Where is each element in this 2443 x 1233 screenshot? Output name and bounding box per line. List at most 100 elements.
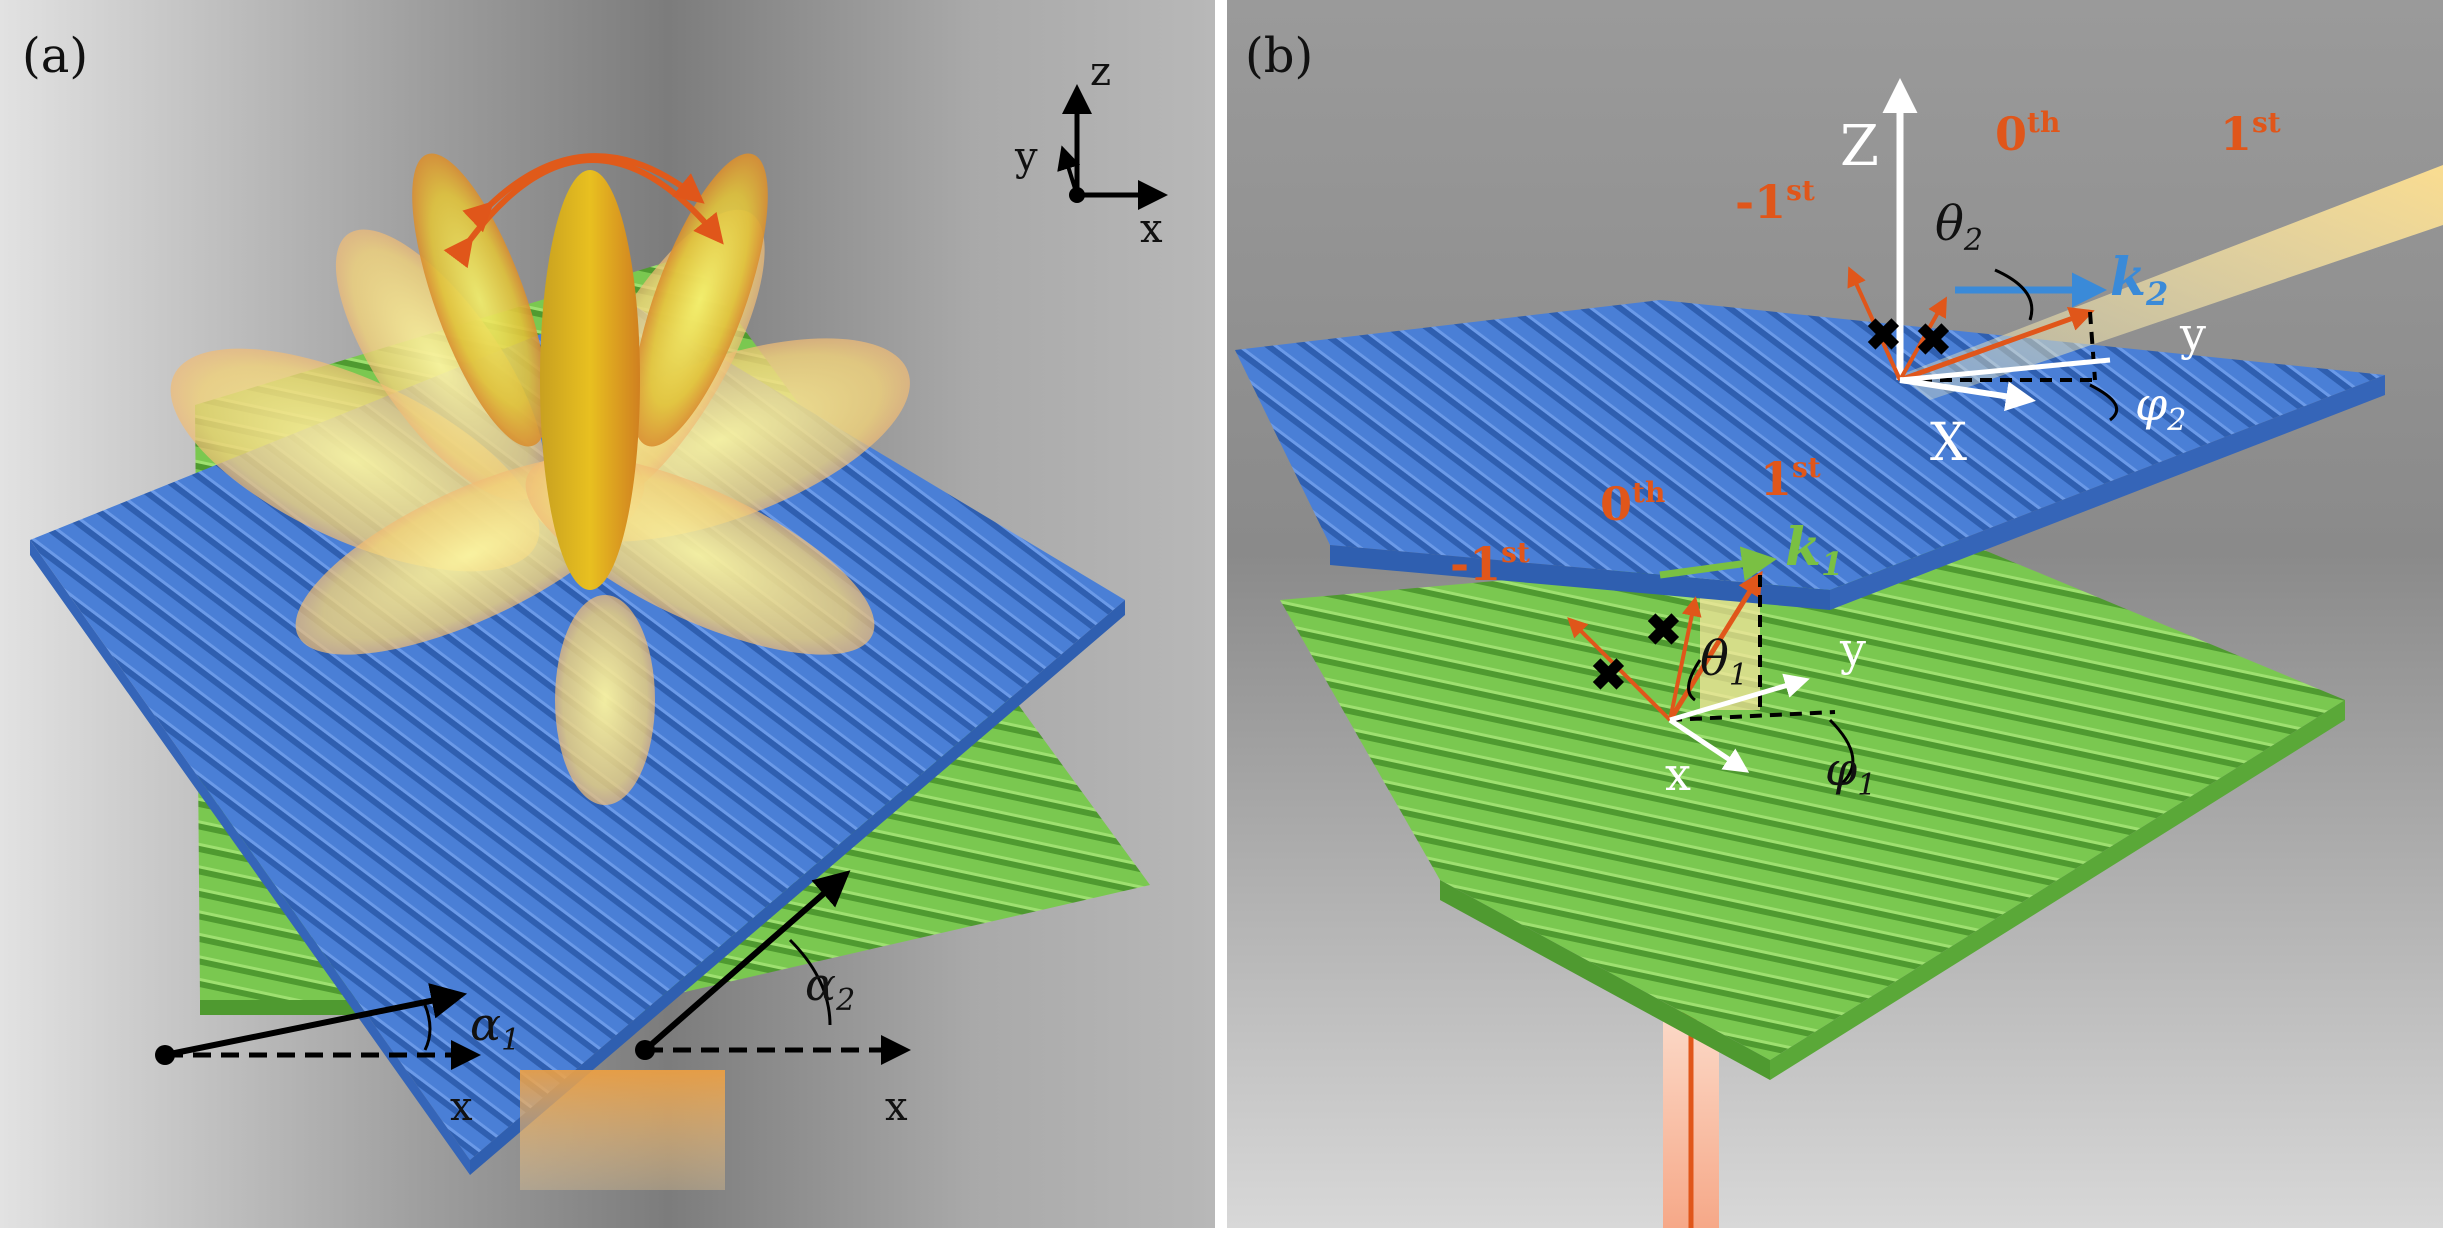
top-y-axis (1899, 357, 2111, 383)
alpha1-annotation: α1 x (155, 983, 520, 1130)
top-order-m1-num: -1 (1735, 175, 1786, 229)
top-projection-vertical (2088, 311, 2097, 381)
blue-grating-b (1235, 300, 2385, 590)
bottom-order-0-sup: th (1632, 476, 1665, 509)
rotation-arrow-inner (462, 153, 705, 233)
blue-grating-edge-right (470, 600, 1125, 1175)
bottom-x-axis (1668, 717, 1750, 773)
top-x-label: X (1930, 413, 1967, 473)
bottom-order-1: 1st (1760, 451, 1821, 506)
bottom-cross-1: ✖ (1590, 650, 1627, 701)
top-order-0-num: 0 (1995, 107, 2027, 161)
alpha2-angle-arc (788, 938, 832, 1026)
bottom-k: k1 (1785, 517, 1843, 583)
top-theta-arc (1994, 268, 2034, 321)
bottom-theta-sub: 1 (1729, 658, 1748, 693)
top-cross-2: ✖ (1915, 315, 1952, 366)
bottom-k1-arrow (1659, 546, 1777, 582)
output-beam (1900, 165, 2443, 400)
top-order-1-sup: st (2252, 106, 2281, 139)
bottom-order-0: 0th (1600, 476, 1665, 531)
panel-a: (a) z y x α1 x α2 x (0, 0, 1215, 1228)
top-order-1-num: 1 (2220, 107, 2252, 161)
bottom-k1-vector (1667, 570, 1763, 722)
top-k-sub: 2 (2145, 275, 2168, 313)
top-order-1: 1st (2220, 106, 2281, 161)
top-k2-vector (1899, 306, 2095, 383)
top-theta-letter: θ (1935, 196, 1964, 252)
bottom-order-m1-arrow (1567, 617, 1672, 722)
panel-divider (1215, 0, 1227, 1228)
alpha1-grating-arrow (164, 983, 468, 1058)
alpha2-sub: 2 (835, 983, 855, 1018)
bottom-k-sub: 1 (1821, 545, 1843, 583)
bottom-theta-arc (1687, 659, 1702, 702)
top-order-m1-sup: st (1786, 174, 1815, 207)
top-phi-sub: 2 (2166, 403, 2186, 438)
top-y-label: y (2179, 307, 2206, 361)
top-order-0: 0th (1995, 106, 2060, 161)
alpha2-symbol: α2 (805, 957, 855, 1018)
lobe-bottom (555, 595, 655, 805)
bottom-x-label: x (1665, 747, 1691, 801)
top-phi-letter: φ (2135, 377, 2168, 431)
green-grating-b (1280, 540, 2345, 1060)
green-grating-b-edge-left (1440, 880, 1770, 1080)
blue-grating-b-edge-right (1830, 375, 2385, 610)
blue-grating-b-edge-left (1330, 545, 1830, 610)
axis-z-label: z (1090, 49, 1111, 95)
bottom-order-m1-num: -1 (1450, 537, 1501, 591)
alpha2-grating-arrow (643, 870, 851, 1053)
bottom-theta: θ1 (1700, 631, 1748, 693)
bottom-order-1-sup: st (1792, 451, 1821, 484)
bottom-y-axis (1669, 673, 1810, 723)
alpha2-annotation: α2 x (635, 870, 911, 1130)
bottom-cross-2: ✖ (1645, 605, 1682, 656)
bottom-phi-arc (1828, 718, 1855, 787)
radiation-lobes (170, 153, 910, 805)
bottom-k-letter: k (1785, 517, 1821, 578)
top-order-0-sup: th (2027, 106, 2060, 139)
alpha2-letter: α (805, 957, 836, 1011)
lobe-inner-right (632, 153, 768, 447)
x-label-right: x (885, 1084, 908, 1130)
transmitted-beam (520, 1070, 725, 1190)
bottom-phi: φ1 (1825, 742, 1876, 803)
top-cross-1: ✖ (1865, 310, 1902, 361)
bottom-order-0-num: 0 (1600, 477, 1632, 531)
alpha1-symbol: α1 (470, 997, 520, 1058)
alpha1-letter: α (470, 997, 501, 1051)
top-order-m1: -1st (1735, 174, 1815, 229)
top-phi-arc (2089, 383, 2119, 422)
bottom-projection-horizontal (1669, 710, 1836, 722)
bottom-order-m1-sup: st (1501, 536, 1530, 569)
bottom-grating-annotations: ✖ ✖ -1st 0th 1st θ1 k1 y x φ1 (1450, 451, 1876, 803)
top-order-0-arrow (1898, 296, 1947, 381)
top-theta-sub: 2 (1963, 223, 1983, 258)
alpha1-sub: 1 (501, 1023, 520, 1058)
bottom-order-0-arrow (1668, 596, 1702, 721)
x-label-left: x (450, 1084, 473, 1130)
bottom-order-1-num: 1 (1760, 452, 1792, 506)
green-grating-b-edge-right (1770, 700, 2345, 1080)
top-theta: θ2 (1935, 196, 1983, 258)
top-z-label: Z (1840, 114, 1879, 179)
top-order-m1-arrow (1847, 266, 1902, 381)
panel-b: (b) Z ✖ ✖ -1st 0th 1st θ2 k2 y X φ2 (1227, 0, 2443, 1228)
top-k: k2 (2110, 247, 2168, 313)
top-k-letter: k (2110, 247, 2146, 308)
lobe-upper-left (335, 229, 545, 501)
bottom-phi-letter: φ (1825, 742, 1858, 796)
bottom-phi-sub: 1 (1857, 768, 1876, 803)
panel-a-label: (a) (22, 28, 88, 84)
bottom-theta-letter: θ (1700, 631, 1729, 687)
top-grating-annotations: Z ✖ ✖ -1st 0th 1st θ2 k2 y X φ2 (1735, 78, 2281, 473)
top-x-axis (1899, 377, 2036, 412)
panel-b-label: (b) (1245, 28, 1313, 84)
bottom-y-label: y (1839, 622, 1866, 676)
lobe-center (540, 170, 640, 590)
bottom-order-m1: -1st (1450, 536, 1530, 591)
axes-origin (1069, 187, 1085, 203)
